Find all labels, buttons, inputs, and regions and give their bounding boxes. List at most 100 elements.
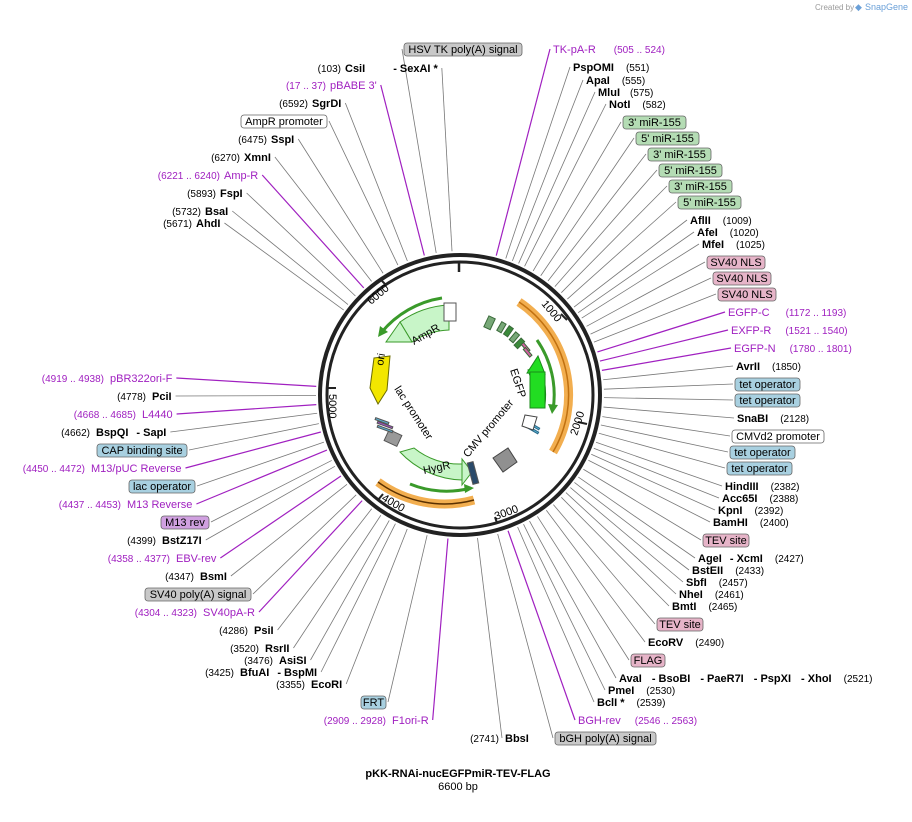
label-bbsi-part: (2741) bbox=[470, 734, 499, 745]
leader-line bbox=[600, 424, 729, 453]
leader-line bbox=[401, 48, 437, 254]
label-acc65i-part: (2388) bbox=[769, 494, 798, 505]
plasmid-length: 6600 bp bbox=[438, 781, 478, 793]
label-ecori-part: (3355) bbox=[276, 680, 305, 691]
label-pbabe-part: (17 .. 37) bbox=[286, 81, 326, 92]
feature-box-bgh-polya-text: bGH poly(A) signal bbox=[559, 733, 651, 745]
label-pspomi-part: (551) bbox=[626, 63, 649, 74]
leader-line bbox=[546, 510, 646, 643]
leader-line bbox=[196, 441, 325, 487]
label-xmni: (6270)XmnI bbox=[211, 152, 271, 164]
feature-box-tet-operator-4-text: tet operator bbox=[731, 463, 788, 475]
leader-line bbox=[297, 138, 384, 274]
label-avrii: AvrII(1850) bbox=[736, 361, 801, 373]
ori-feature bbox=[369, 355, 391, 406]
leader-line bbox=[231, 210, 349, 305]
leader-line bbox=[578, 476, 696, 559]
leader-line bbox=[547, 153, 647, 282]
label-mfei: MfeI(1025) bbox=[702, 239, 765, 251]
label-pcii-part: (4778) bbox=[117, 392, 146, 403]
label-bfuai-part: - BspMI bbox=[277, 667, 317, 679]
label-rsrii-part: RsrII bbox=[265, 643, 289, 655]
label-egfpc-part: EGFP-C bbox=[728, 307, 770, 319]
label-leader-lines bbox=[170, 48, 735, 739]
feature-box-tet-operator-2: tet operator bbox=[734, 393, 801, 408]
feature-box-lac-operator: lac operator bbox=[128, 479, 196, 494]
label-egfpn-part: EGFP-N bbox=[734, 343, 776, 355]
feature-box-ampr-promoter-text: AmpR promoter bbox=[245, 116, 323, 128]
feature-box-tet-operator-4: tet operator bbox=[726, 461, 793, 476]
leader-line bbox=[188, 423, 319, 451]
label-agei-part: AgeI bbox=[698, 553, 722, 565]
leader-line bbox=[595, 441, 723, 487]
label-pbr322-part: pBR322ori-F bbox=[110, 373, 173, 385]
label-avrii-part: (1850) bbox=[772, 362, 801, 373]
label-sv40pa-part: (4304 .. 4323) bbox=[135, 608, 197, 619]
label-bsmi-part: BsmI bbox=[200, 571, 227, 583]
label-pspomi-part: PspOMI bbox=[573, 62, 614, 74]
label-fspi-part: FspI bbox=[220, 188, 243, 200]
label-xmni-part: (6270) bbox=[211, 153, 240, 164]
leader-line bbox=[567, 201, 677, 300]
leader-line bbox=[537, 516, 630, 661]
feature-box-frt-text: FRT bbox=[363, 697, 384, 709]
leader-line bbox=[561, 185, 668, 293]
label-sv40pa-part: SV40pA-R bbox=[203, 607, 255, 619]
leader-line bbox=[518, 91, 596, 264]
leader-line bbox=[593, 293, 717, 343]
leader-line bbox=[505, 66, 571, 259]
feature-box-mir155-5-c: 5' miR-155 bbox=[677, 195, 742, 210]
label-bsai-part: BsaI bbox=[205, 206, 228, 218]
label-psii-part: PsiI bbox=[254, 625, 274, 637]
backbone-outer-ring bbox=[318, 253, 602, 537]
label-nhei-part: NheI bbox=[679, 589, 703, 601]
leader-line bbox=[387, 535, 428, 703]
leader-line bbox=[517, 526, 595, 703]
feature-box-tev-site-2: TEV site bbox=[656, 617, 704, 632]
label-aflii: AflII(1009) bbox=[690, 215, 752, 227]
label-ecorv: EcoRV(2490) bbox=[648, 637, 724, 649]
ruler-ticks bbox=[327, 279, 588, 524]
label-exfpr-part: (1521 .. 1540) bbox=[785, 326, 847, 337]
leader-line bbox=[588, 459, 711, 523]
leader-line bbox=[590, 277, 712, 335]
label-bamhi: BamHI(2400) bbox=[713, 517, 789, 529]
egfp-label: EGFP bbox=[507, 367, 528, 399]
label-pcii: (4778) PciI bbox=[117, 391, 171, 403]
label-bstz17i: (4399)BstZ17I bbox=[127, 535, 202, 547]
label-bspqi-part: BspQI bbox=[96, 427, 128, 439]
label-apai: ApaI(555) bbox=[586, 75, 645, 87]
leader-line bbox=[495, 48, 551, 256]
leader-line bbox=[601, 347, 732, 371]
site-labels: (103)CsiI - SexAI *(17 .. 37)pBABE 3'(65… bbox=[23, 44, 873, 745]
label-exfpr: EXFP-R(1521 .. 1540) bbox=[731, 325, 848, 337]
label-ecorv-part: EcoRV bbox=[648, 637, 684, 649]
feature-box-m13-rev-text: M13 rev bbox=[165, 517, 205, 529]
feature-box-mir155-3-a: 3' miR-155 bbox=[622, 115, 687, 130]
label-pmei-part: PmeI bbox=[608, 685, 634, 697]
label-noti-part: (582) bbox=[642, 100, 665, 111]
label-bsmi: (4347)BsmI bbox=[165, 571, 227, 583]
leader-line bbox=[328, 120, 399, 266]
label-pbabe-part: pBABE 3' bbox=[330, 80, 377, 92]
label-ahdi-part: (5671) bbox=[163, 219, 192, 230]
label-fspi-part: (5893) bbox=[187, 189, 216, 200]
label-fspi: (5893) FspI bbox=[187, 188, 243, 200]
leader-line bbox=[586, 261, 706, 327]
tick-5000: 5000 bbox=[326, 394, 338, 418]
feature-box-sv40-nls-3: SV40 NLS bbox=[717, 287, 777, 302]
label-snabi-part: SnaBI bbox=[737, 413, 768, 425]
leader-line bbox=[574, 482, 690, 571]
label-kpni-part: (2392) bbox=[754, 506, 783, 517]
feature-box-sv40-nls-2: SV40 NLS bbox=[712, 271, 772, 286]
leader-line bbox=[570, 487, 684, 583]
leader-line bbox=[224, 222, 344, 311]
feature-box-mir155-5-a-text: 5' miR-155 bbox=[641, 133, 694, 145]
label-noti-part: NotI bbox=[609, 99, 630, 111]
leader-line bbox=[598, 432, 726, 469]
label-egfpc-part: (1172 .. 1193) bbox=[786, 308, 847, 319]
label-bcli-part: (2539) bbox=[637, 698, 666, 709]
label-pcii-part: PciI bbox=[152, 391, 172, 403]
feature-box-flag: FLAG bbox=[630, 653, 666, 668]
leader-line bbox=[345, 528, 408, 685]
